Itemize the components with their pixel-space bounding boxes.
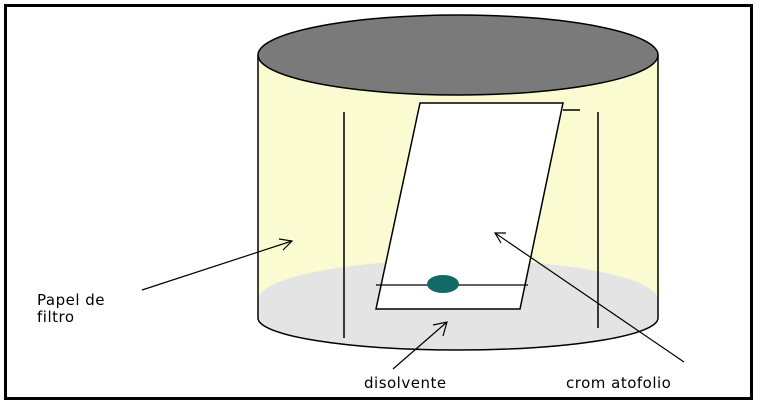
arrow-papel — [141, 238, 294, 291]
arrow-cromatofolio — [493, 232, 685, 363]
chromatography-strip — [375, 102, 564, 310]
jar-lid — [257, 14, 659, 96]
label-cromatofolio: crom atofolio — [566, 374, 672, 392]
label-papel-line1: Papel de — [37, 291, 105, 309]
arrow-disolvente — [392, 321, 448, 370]
label-papel-line2: filtro — [37, 308, 75, 326]
label-papel-de-filtro: Papel de filtro — [37, 292, 105, 326]
sample-spot — [427, 275, 459, 293]
label-disolvente: disolvente — [364, 374, 447, 392]
jar-bottom-rim — [257, 317, 659, 351]
